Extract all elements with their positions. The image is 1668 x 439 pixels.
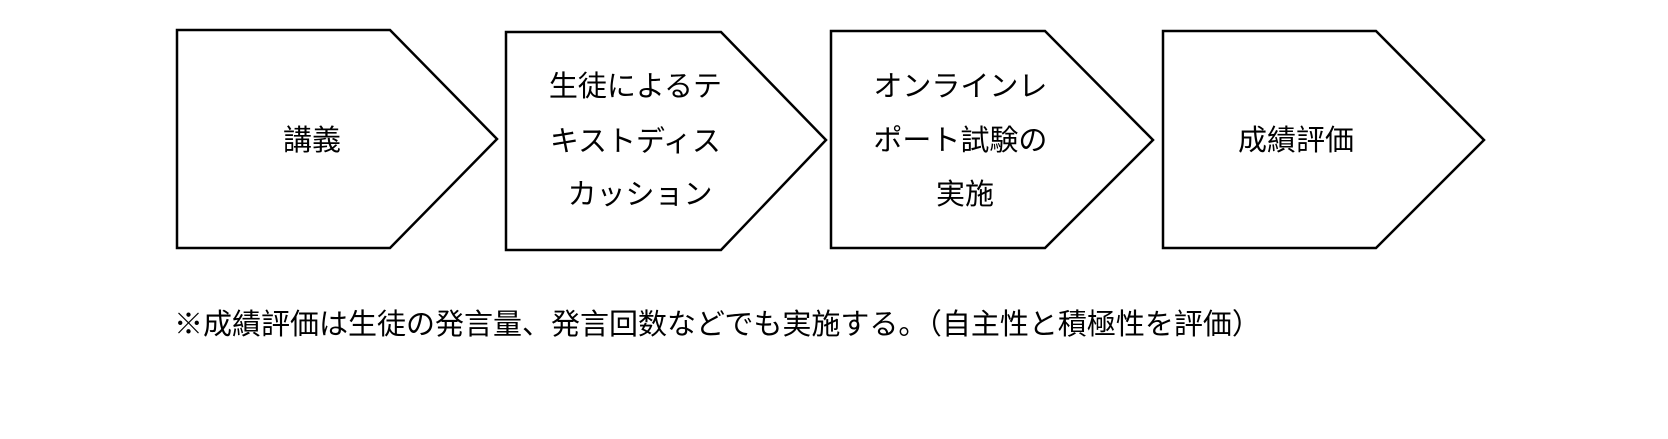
step-lecture-arrow-shape xyxy=(175,28,499,250)
step-online-report-exam-label: オンラインレ ポート試験の 実施 xyxy=(873,69,1056,211)
step-online-report-exam: オンラインレ ポート試験の 実施 xyxy=(829,29,1155,250)
evaluation-footnote: ※成績評価は生徒の発言量、発言回数などでも実施する。（自主性と積極性を評価） xyxy=(174,307,1261,341)
step-text-discussion-label: 生徒によるテ キストディス カッション xyxy=(549,69,731,211)
step-lecture: 講義 xyxy=(175,28,499,250)
step-text-discussion: 生徒によるテ キストディス カッション xyxy=(504,30,828,252)
step-grade-evaluation-label: 成績評価 xyxy=(1238,123,1354,157)
step-lecture-label: 講義 xyxy=(283,123,341,157)
step-grade-evaluation: 成績評価 xyxy=(1161,29,1486,250)
step-online-report-exam-arrow-shape xyxy=(829,29,1155,250)
step-grade-evaluation-arrow-shape xyxy=(1161,29,1486,250)
step-text-discussion-arrow-shape xyxy=(504,30,828,252)
